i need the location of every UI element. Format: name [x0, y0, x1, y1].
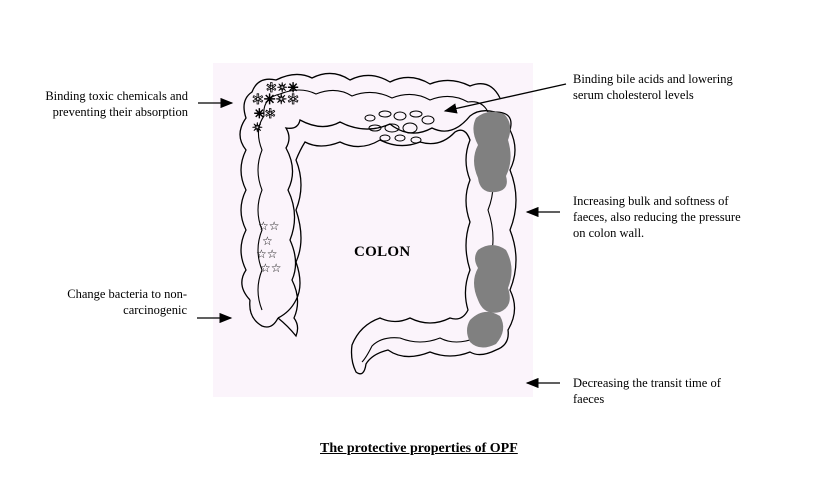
- svg-text:☆☆: ☆☆: [256, 247, 278, 261]
- svg-text:✲✳✴✲: ✲✳✴✲: [252, 92, 299, 108]
- label-transit-line-2: faeces: [573, 392, 605, 406]
- bacteria-stars: ☆☆ ☆ ☆☆ ☆☆: [256, 219, 282, 275]
- label-transit: Decreasing the transit time of faeces: [573, 375, 721, 407]
- colon-label: COLON: [354, 244, 411, 260]
- svg-text:✳✲: ✳✲: [254, 107, 276, 122]
- label-bile: Binding bile acids and lowering serum ch…: [573, 71, 733, 103]
- toxic-chemical-stars: ✲✳✴✲ ✲✴✳ ✳✲ ✴: [252, 81, 300, 137]
- label-bacteria-line-2: carcinogenic: [123, 303, 187, 317]
- svg-text:☆: ☆: [262, 234, 273, 248]
- svg-text:☆☆: ☆☆: [258, 219, 280, 233]
- svg-text:✲✴✳: ✲✴✳: [266, 81, 299, 96]
- bile-acid-ovals: [364, 110, 435, 144]
- label-bile-line-1: Binding bile acids and lowering: [573, 72, 733, 86]
- svg-text:✴: ✴: [252, 121, 263, 136]
- svg-text:☆☆: ☆☆: [260, 261, 282, 275]
- colon-outer-wall: [277, 110, 517, 375]
- arrow-bile: [443, 83, 567, 114]
- label-bulk-line-1: Increasing bulk and softness of: [573, 194, 729, 208]
- label-toxic-line-2: preventing their absorption: [52, 105, 188, 119]
- label-bulk-line-2: faeces, also reducing the pressure: [573, 210, 741, 224]
- label-toxic-line-1: Binding toxic chemicals and: [45, 89, 188, 103]
- label-transit-line-1: Decreasing the transit time of: [573, 376, 721, 390]
- label-bacteria: Change bacteria to non- carcinogenic: [67, 286, 187, 318]
- label-bulk-line-3: on colon wall.: [573, 226, 645, 240]
- faeces-masses: [467, 111, 512, 348]
- colon-outer-left: [239, 72, 501, 301]
- figure-caption: The protective properties of OPF: [320, 441, 518, 456]
- colon-outer-left-bottom: [249, 299, 279, 328]
- label-bulk: Increasing bulk and softness of faeces, …: [573, 193, 741, 241]
- colon-inner-wall: [257, 89, 489, 311]
- label-toxic: Binding toxic chemicals and preventing t…: [45, 88, 188, 120]
- label-bile-line-2: serum cholesterol levels: [573, 88, 694, 102]
- label-bacteria-line-1: Change bacteria to non-: [67, 287, 187, 301]
